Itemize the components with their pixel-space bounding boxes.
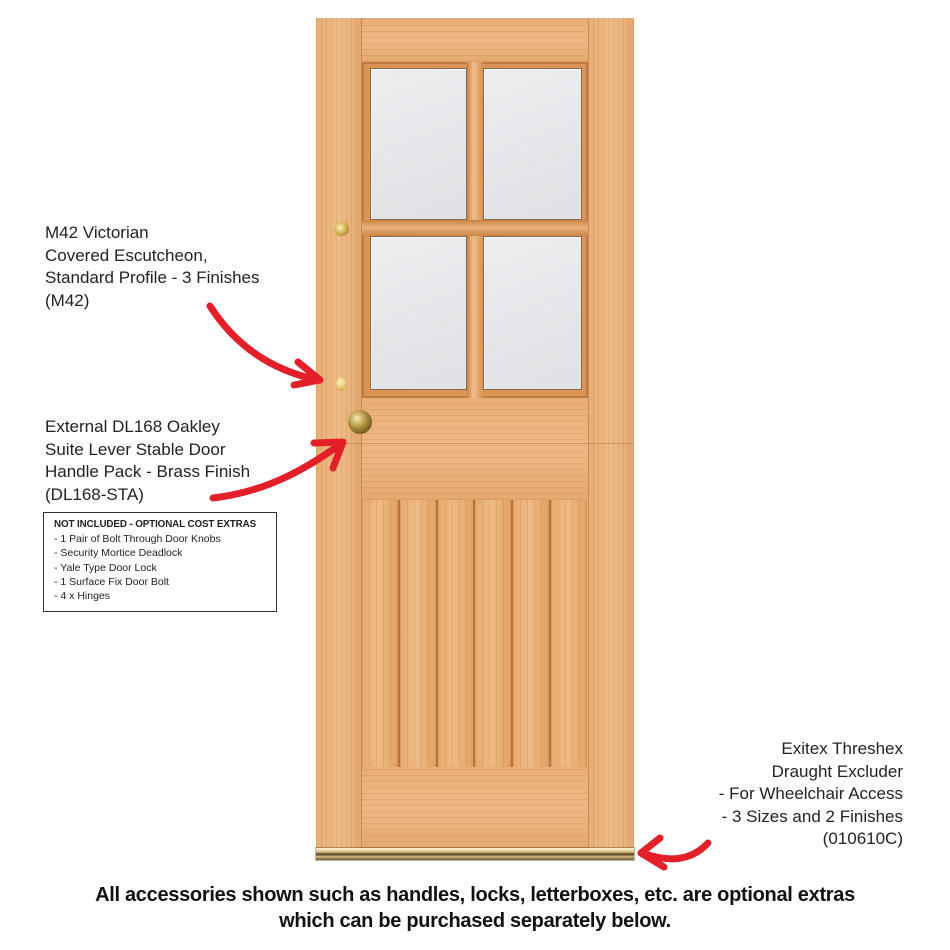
glass-pane-bottom-right	[483, 236, 582, 390]
threshold-callout-line: Draught Excluder	[771, 761, 903, 781]
notice-line-2: which can be purchased separately below.	[279, 910, 671, 932]
handle-callout-line: (DL168-STA)	[45, 484, 144, 504]
threshold-callout-line: - 3 Sizes and 2 Finishes	[721, 806, 903, 826]
optional-extras-notice: All accessories shown such as handles, l…	[0, 882, 950, 934]
escutcheon-icon	[336, 377, 346, 391]
notice-line-1: All accessories shown such as handles, l…	[95, 884, 855, 906]
glass-pane-top-left	[370, 68, 467, 220]
stable-door-split-line	[316, 443, 634, 444]
escutcheon-callout-line: M42 Victorian	[45, 223, 149, 242]
boarded-panel	[362, 500, 587, 767]
escutcheon-callout-line: Standard Profile - 3 Finishes	[45, 268, 260, 287]
glazed-frame	[362, 62, 588, 398]
not-included-box: NOT INCLUDED - OPTIONAL COST EXTRAS - 1 …	[43, 512, 277, 612]
door-top-rail	[362, 18, 588, 62]
escutcheon-callout-line: Covered Escutcheon,	[45, 245, 208, 265]
door-right-stile	[588, 18, 634, 848]
door-image	[316, 18, 634, 848]
threshold-callout-line: - For Wheelchair Access	[718, 784, 903, 803]
handle-callout-line: External DL168 Oakley	[45, 417, 220, 436]
arrow-threshold-icon	[638, 839, 712, 863]
panel-board	[513, 500, 552, 767]
threshold-callout-line: Exitex Threshex	[781, 739, 903, 758]
door-bottom-rail	[362, 767, 588, 848]
glass-pane-top-right	[483, 68, 582, 220]
panel-board	[399, 500, 438, 767]
panel-board	[551, 500, 587, 767]
not-included-item: - Security Mortice Deadlock	[54, 547, 183, 560]
threshold-callout: Exitex Threshex Draught Excluder - For W…	[719, 738, 903, 851]
handle-callout-line: Suite Lever Stable Door	[45, 439, 226, 459]
glass-pane-bottom-left	[370, 236, 467, 390]
arrow-escutcheon-icon	[206, 302, 322, 384]
threshold-draught-excluder	[316, 848, 634, 860]
not-included-item: - 1 Surface Fix Door Bolt	[54, 575, 169, 588]
not-included-item: - Yale Type Door Lock	[54, 561, 157, 574]
yale-lock-cylinder-icon	[334, 222, 349, 236]
escutcheon-callout: M42 Victorian Covered Escutcheon, Standa…	[45, 222, 260, 312]
door-knob-icon	[348, 410, 372, 434]
panel-board	[362, 500, 400, 767]
not-included-item: - 1 Pair of Bolt Through Door Knobs	[54, 533, 221, 546]
escutcheon-callout-line: (M42)	[45, 290, 90, 310]
panel-board	[475, 500, 514, 767]
handle-callout: External DL168 Oakley Suite Lever Stable…	[45, 416, 250, 506]
door-middle-rail	[362, 398, 588, 500]
glazing-bar-horizontal	[362, 220, 588, 236]
threshold-callout-line: (010610C)	[822, 829, 903, 848]
panel-board	[437, 500, 476, 767]
not-included-item: - 4 x Hinges	[54, 590, 111, 603]
handle-callout-line: Handle Pack - Brass Finish	[45, 462, 251, 481]
not-included-heading: NOT INCLUDED - OPTIONAL COST EXTRAS	[54, 519, 257, 530]
